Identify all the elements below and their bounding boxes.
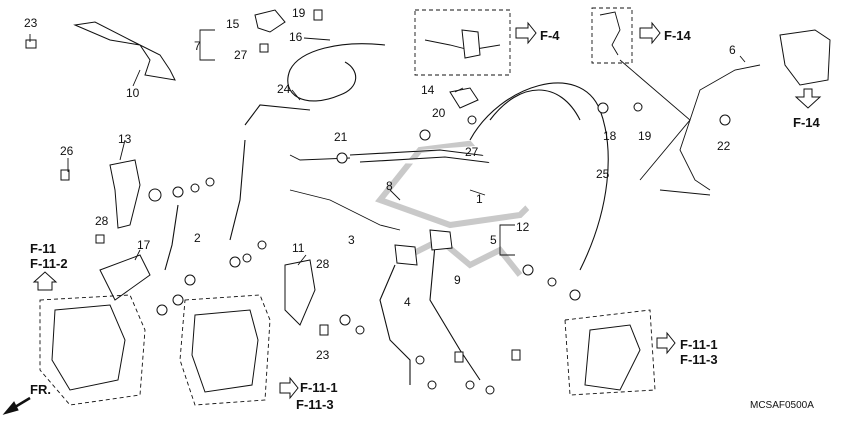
callout-13: 13 (118, 132, 132, 146)
brake-pipe-3 (289, 189, 401, 231)
callout-16: 16 (289, 30, 303, 44)
f14-inset (591, 7, 633, 64)
front-arrow-icon (2, 396, 31, 415)
ref-f11-bottom-b: F-11-3 (296, 397, 334, 412)
fasteners (25, 9, 731, 395)
callout-9: 9 (454, 273, 461, 287)
callout-11: 11 (292, 241, 305, 255)
callout-28a: 28 (316, 257, 330, 271)
caliper-left (39, 294, 146, 406)
arrow-f14-right[interactable] (794, 88, 822, 109)
diagram-code: MCSAF0500A (750, 400, 814, 411)
f4-inset (414, 9, 511, 76)
brake-pipe-6 (679, 64, 761, 191)
ref-f11-left-b: F-11-2 (30, 256, 68, 271)
callout-22: 22 (717, 139, 731, 153)
ref-f11-right-b: F-11-3 (680, 352, 718, 367)
joint-14 (449, 87, 479, 109)
callout-18: 18 (603, 129, 617, 143)
callout-2: 2 (194, 231, 201, 245)
right-brake-hose-loop (469, 82, 609, 271)
joint-12 (394, 229, 453, 266)
callout-19b: 19 (638, 129, 652, 143)
callout-23a: 23 (24, 16, 38, 30)
upper-brake-hose-loop (244, 43, 386, 126)
callout-24: 24 (277, 82, 291, 96)
callout-25: 25 (596, 167, 610, 181)
callout-21: 21 (334, 130, 348, 144)
bracket-17 (99, 254, 151, 301)
leader-lines (29, 29, 746, 266)
ref-f4: F-4 (540, 28, 560, 43)
callout-14: 14 (421, 83, 435, 97)
arrow-f11-right[interactable] (656, 331, 676, 355)
brake-pipe-upper-left (289, 154, 351, 161)
bracket-10 (73, 21, 176, 81)
upper-right-link (619, 59, 711, 196)
callout-27a: 27 (234, 48, 248, 62)
callout-3: 3 (348, 233, 355, 247)
brake-hose-2 (164, 204, 179, 271)
arrow-f11-bottom[interactable] (279, 376, 299, 400)
callout-1: 1 (476, 192, 483, 206)
arrow-f4[interactable] (515, 21, 537, 45)
callout-4: 4 (404, 295, 411, 309)
front-label: FR. (30, 382, 51, 397)
callout-labels: 1 2 3 4 5 6 7 8 9 10 11 12 13 14 15 16 1… (24, 6, 736, 362)
ref-f14-top: F-14 (664, 28, 692, 43)
callout-10: 10 (126, 86, 140, 100)
callout-23b: 23 (316, 348, 330, 362)
ref-f14-right: F-14 (793, 115, 821, 130)
callout-19a: 19 (292, 6, 306, 20)
caliper-right (564, 309, 656, 396)
ref-f11-bottom-a: F-11-1 (300, 380, 338, 395)
arrow-f11-left[interactable] (32, 271, 58, 291)
callout-28b: 28 (95, 214, 109, 228)
joint-13 (109, 159, 141, 229)
callout-8: 8 (386, 179, 393, 193)
callout-6: 6 (729, 43, 736, 57)
callout-27b: 27 (465, 145, 479, 159)
master-cylinder-f14 (779, 29, 831, 86)
brake-hose-4 (379, 264, 411, 385)
callout-17: 17 (137, 238, 151, 252)
joint-15 (254, 9, 286, 33)
callout-12: 12 (516, 220, 530, 234)
brake-hose-left-vertical (229, 139, 246, 241)
arrow-f14-top[interactable] (639, 21, 661, 45)
callout-26: 26 (60, 144, 74, 158)
ref-f11-left-a: F-11 (30, 241, 56, 256)
brake-hose-9 (429, 244, 481, 381)
callout-20: 20 (432, 106, 446, 120)
caliper-center (179, 294, 271, 406)
reference-labels: F-4 F-14 F-14 F-11 F-11-2 F-11-1 F-11-3 … (30, 28, 821, 412)
callout-5: 5 (490, 233, 497, 247)
ref-f11-right-a: F-11-1 (680, 337, 718, 352)
bracket-11 (284, 259, 316, 326)
callout-15: 15 (226, 17, 240, 31)
callout-7: 7 (194, 39, 201, 53)
